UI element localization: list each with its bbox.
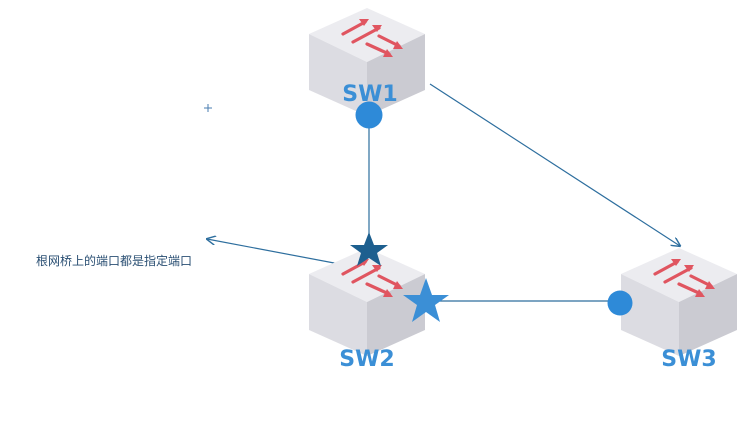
annotation-label: 根网桥上的端口都是指定端口 bbox=[36, 253, 192, 268]
switch-label-sw2: SW2 bbox=[339, 347, 394, 372]
annotation-arrow bbox=[207, 239, 351, 267]
designated-port-sw1-to-sw2 bbox=[355, 101, 383, 129]
switch-sw1: SW1 bbox=[307, 6, 427, 118]
designated-port-sw3-to-sw2 bbox=[607, 290, 633, 316]
switch-sw2: SW2 bbox=[307, 246, 427, 372]
link-sw1-sw3 bbox=[429, 83, 680, 246]
root-port-star-sw2-top bbox=[350, 232, 388, 266]
root-port-star-sw2-right bbox=[403, 278, 449, 322]
switch-label-sw3: SW3 bbox=[661, 347, 716, 372]
switch-sw3: SW3 bbox=[619, 246, 739, 372]
crosshair-icon bbox=[204, 104, 212, 112]
